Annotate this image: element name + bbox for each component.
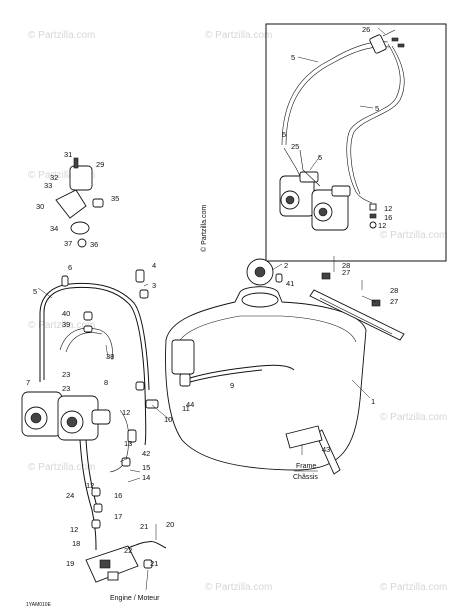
callout-12d: 12 [384, 204, 392, 213]
primer-pump-26 [369, 29, 405, 54]
svg-text:© Partzilla.com: © Partzilla.com [380, 582, 447, 593]
callout-19: 19 [66, 559, 74, 568]
callout-12c: 12 [70, 525, 78, 534]
callout-21b: 21 [150, 559, 158, 568]
callout-20: 20 [166, 520, 174, 529]
callout-37: 37 [64, 239, 72, 248]
callout-30: 30 [36, 202, 44, 211]
inset-fuel-lines [281, 41, 405, 204]
callout-13: 13 [124, 439, 132, 448]
callout-4: 4 [152, 261, 156, 270]
callout-18: 18 [72, 539, 80, 548]
svg-text:© Partzilla.com: © Partzilla.com [28, 30, 95, 41]
callout-14: 14 [142, 473, 150, 482]
diagram-code: 1YAM010E [26, 602, 52, 608]
inset-carburetors [279, 171, 351, 231]
callout-26: 26 [362, 25, 370, 34]
callout-16a: 16 [114, 491, 122, 500]
callout-43: 43 [322, 445, 330, 454]
callout-5d: 5 [282, 130, 286, 139]
callout-34: 34 [50, 224, 58, 233]
callout-3: 3 [152, 281, 156, 290]
callout-9: 9 [230, 381, 234, 390]
callout-33: 33 [44, 181, 52, 190]
callout-5: 5 [33, 287, 37, 296]
callout-1: 1 [371, 397, 375, 406]
callout-6: 6 [68, 263, 72, 272]
tank-fuel-lines [179, 364, 295, 387]
callout-21a: 21 [140, 522, 148, 531]
callout-27b: 27 [390, 297, 398, 306]
chassis-label: Châssis [293, 474, 318, 481]
svg-text:© Partzilla.com: © Partzilla.com [380, 230, 447, 241]
callout-8: 8 [104, 378, 108, 387]
callout-28a: 28 [342, 261, 350, 270]
callout-10: 10 [164, 415, 172, 424]
callout-5b: 5 [291, 53, 295, 62]
frame-pad-43 [285, 425, 323, 449]
callout-12e: 12 [378, 221, 386, 230]
callout-16b: 16 [384, 213, 392, 222]
callout-labels: 1 2 3 4 5 5 5 5 5 6 7 8 9 10 11 12 12 12… [26, 25, 398, 568]
callout-15: 15 [142, 463, 150, 472]
callout-17: 17 [114, 512, 122, 521]
callout-5c: 5 [375, 104, 379, 113]
callout-23b: 23 [62, 384, 70, 393]
callout-44: 44 [186, 400, 194, 409]
callout-12a: 12 [122, 408, 130, 417]
callout-35: 35 [111, 194, 119, 203]
vertical-watermark: © Partzilla.com [200, 205, 208, 252]
callout-22: 22 [124, 546, 132, 555]
callout-32: 32 [50, 173, 58, 182]
callout-23a: 23 [62, 370, 70, 379]
svg-text:© Partzilla.com: © Partzilla.com [380, 412, 447, 423]
inset-fittings [369, 203, 377, 229]
callout-39: 39 [62, 320, 70, 329]
callout-36: 36 [90, 240, 98, 249]
callout-38: 38 [106, 352, 114, 361]
svg-text:© Partzilla.com: © Partzilla.com [28, 170, 95, 181]
svg-text:© Partzilla.com: © Partzilla.com [28, 320, 95, 331]
callout-28b: 28 [390, 286, 398, 295]
callout-42: 42 [142, 449, 150, 458]
callout-31: 31 [64, 150, 72, 159]
callout-7: 7 [26, 378, 30, 387]
svg-text:© Partzilla.com: © Partzilla.com [205, 582, 272, 593]
callout-40: 40 [62, 309, 70, 318]
leader-lines [37, 27, 386, 591]
callout-24: 24 [66, 491, 74, 500]
callout-27a: 27 [342, 268, 350, 277]
svg-text:© Partzilla.com: © Partzilla.com [28, 462, 95, 473]
primer-cluster [55, 157, 104, 248]
callout-11: 11 [182, 404, 190, 413]
callout-5e: 5 [318, 153, 322, 162]
frame-label: Frame [296, 463, 316, 470]
fuel-tank [165, 258, 367, 475]
callout-12b: 12 [86, 481, 94, 490]
left-carburetors [21, 391, 111, 441]
callout-25: 25 [291, 142, 299, 151]
callout-2: 2 [284, 261, 288, 270]
engine-label: Engine / Moteur [110, 595, 160, 602]
svg-text:© Partzilla.com: © Partzilla.com [205, 30, 272, 41]
left-fuel-lines [39, 282, 150, 473]
detail-inset-frame [265, 23, 447, 262]
callout-29: 29 [96, 160, 104, 169]
frame-bracket [309, 272, 405, 341]
callout-41: 41 [286, 279, 294, 288]
misc-fittings [61, 269, 283, 569]
